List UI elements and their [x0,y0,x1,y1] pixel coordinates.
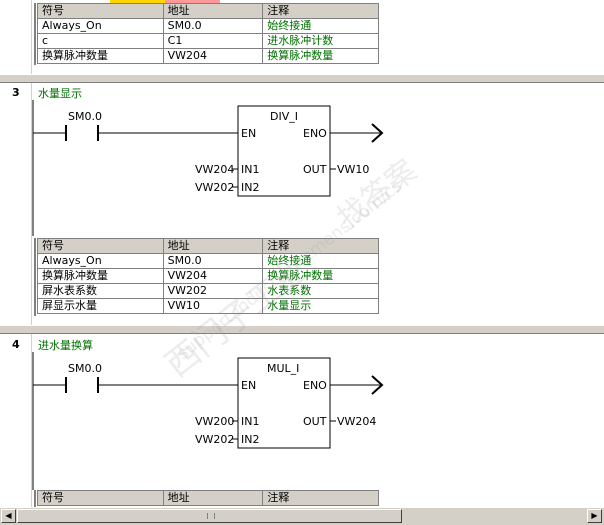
network-number[interactable]: 3 [12,86,20,99]
contact-operand[interactable]: SM0.0 [68,362,102,375]
block-name[interactable]: DIV_I [270,110,298,123]
top-tab-strip-2 [165,0,220,3]
table-shadow [34,238,36,316]
cell-comment[interactable]: 水表系数 [262,283,379,299]
out-pin-label: OUT [303,415,327,428]
symbol-table-1: 符号 地址 注释 Always_On SM0.0 始终接通 c C1 进水脉冲计… [37,3,379,64]
eno-arrow [371,123,384,143]
table-row[interactable]: 换算脉冲数量 VW204 换算脉冲数量 [37,48,379,64]
col-header-address[interactable]: 地址 [162,490,264,506]
in2-pin-label: IN2 [241,433,260,446]
cell-address[interactable]: C1 [162,33,264,49]
col-header-symbol[interactable]: 符号 [37,490,164,506]
cell-address[interactable]: VW204 [162,268,264,284]
table-row[interactable]: 屏显示水量 VW10 水量显示 [37,298,379,314]
in1-pin-label: IN1 [241,415,260,428]
cell-symbol[interactable]: Always_On [37,18,164,34]
cell-address[interactable]: VW202 [162,283,264,299]
scroll-thumb[interactable] [17,509,402,523]
cell-comment[interactable]: 换算脉冲数量 [262,48,379,64]
table-header-row: 符号 地址 注释 [37,3,379,19]
col-header-address[interactable]: 地址 [162,3,264,19]
table-row[interactable]: c C1 进水脉冲计数 [37,33,379,49]
eno-pin-label: ENO [303,379,327,392]
grip-icon [206,513,215,519]
out-operand[interactable]: VW10 [337,163,370,176]
table-header-row: 符号 地址 注释 [37,238,379,254]
cell-symbol[interactable]: 屏水表系数 [37,283,164,299]
ladder-network-3 [32,100,384,236]
cell-symbol[interactable]: 换算脉冲数量 [37,268,164,284]
table-header-row: 符号 地址 注释 [37,490,379,506]
in1-operand[interactable]: VW200 [195,415,235,428]
network-title[interactable]: 进水量换算 [38,339,93,352]
col-header-symbol[interactable]: 符号 [37,3,164,19]
network-title[interactable]: 水量显示 [38,87,82,100]
cell-symbol[interactable]: 屏显示水量 [37,298,164,314]
block-name[interactable]: MUL_I [267,362,300,375]
scroll-left-button[interactable]: ◀ [1,509,16,523]
network-separator [0,325,604,334]
scroll-right-button[interactable]: ▶ [587,509,602,523]
in1-pin-label: IN1 [241,163,260,176]
col-header-comment[interactable]: 注释 [262,3,379,19]
cell-address[interactable]: SM0.0 [162,18,264,34]
col-header-address[interactable]: 地址 [162,238,264,254]
symbol-table-2: 符号 地址 注释 Always_On SM0.0 始终接通 换算脉冲数量 VW2… [37,238,379,314]
left-gutter [0,0,32,507]
in2-operand[interactable]: VW202 [195,433,235,446]
col-header-comment[interactable]: 注释 [262,490,379,506]
cell-symbol[interactable]: c [37,33,164,49]
cell-address[interactable]: VW204 [162,48,264,64]
cell-symbol[interactable]: 换算脉冲数量 [37,48,164,64]
cell-comment[interactable]: 水量显示 [262,298,379,314]
eno-arrow [371,375,384,395]
col-header-comment[interactable]: 注释 [262,238,379,254]
cell-address[interactable]: SM0.0 [162,253,264,269]
table-row[interactable]: Always_On SM0.0 始终接通 [37,253,379,269]
en-pin-label: EN [241,379,257,392]
cell-comment[interactable]: 始终接通 [262,253,379,269]
cell-address[interactable]: VW10 [162,298,264,314]
in2-pin-label: IN2 [241,181,260,194]
cell-comment[interactable]: 换算脉冲数量 [262,268,379,284]
div-i-block [237,105,331,197]
contact-operand[interactable]: SM0.0 [68,110,102,123]
horizontal-scrollbar[interactable]: ◀ ▶ [0,507,604,525]
table-row[interactable]: 屏水表系数 VW202 水表系数 [37,283,379,299]
ladder-network-4 [32,352,384,490]
out-pin-label: OUT [303,163,327,176]
mul-i-block [237,357,331,449]
table-shadow [34,490,36,507]
cell-symbol[interactable]: Always_On [37,253,164,269]
table-shadow [34,3,36,65]
arrow-right-icon: ▶ [591,511,598,520]
en-pin-label: EN [241,127,257,140]
eno-pin-label: ENO [303,127,327,140]
cell-comment[interactable]: 始终接通 [262,18,379,34]
symbol-table-3: 符号 地址 注释 [37,490,379,506]
arrow-left-icon: ◀ [5,511,12,520]
out-operand[interactable]: VW204 [337,415,377,428]
network-number[interactable]: 4 [12,338,20,351]
cell-comment[interactable]: 进水脉冲计数 [262,33,379,49]
in1-operand[interactable]: VW204 [195,163,235,176]
table-row[interactable]: Always_On SM0.0 始终接通 [37,18,379,34]
network-separator [0,74,604,83]
col-header-symbol[interactable]: 符号 [37,238,164,254]
table-row[interactable]: 换算脉冲数量 VW204 换算脉冲数量 [37,268,379,284]
in2-operand[interactable]: VW202 [195,181,235,194]
